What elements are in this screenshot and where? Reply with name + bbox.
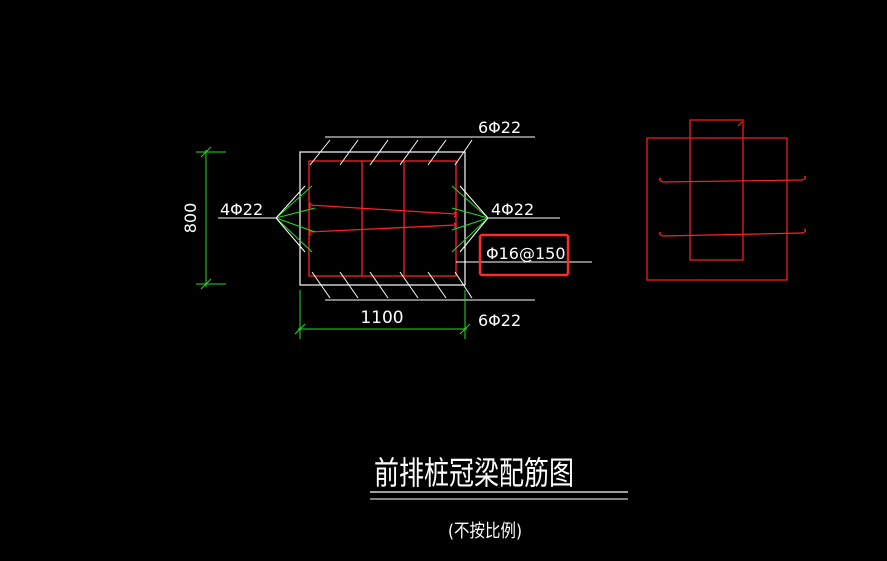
stirrup-label: Φ16@150 bbox=[486, 244, 566, 263]
elevation-detail bbox=[646, 119, 807, 281]
drawing-title: 前排桩冠梁配筋图 bbox=[374, 454, 574, 492]
tie-hook-ur bbox=[453, 211, 457, 218]
beam-section-outline bbox=[299, 151, 466, 286]
bottom-bars-leaders bbox=[311, 271, 535, 301]
elevation-bar-lower bbox=[662, 232, 803, 237]
hook-lower-left bbox=[658, 231, 664, 237]
width-dimension bbox=[294, 290, 471, 339]
top-bars-leaders bbox=[309, 136, 535, 166]
hook-upper-right bbox=[801, 175, 807, 181]
left-side-bars-leaders bbox=[218, 185, 316, 253]
width-dimension-label: 1100 bbox=[360, 308, 403, 328]
tie-hook-ul bbox=[308, 202, 312, 209]
tie-bar-upper bbox=[308, 204, 457, 215]
stirrup-highlight-box[interactable] bbox=[478, 233, 570, 277]
hook-upper-left bbox=[658, 177, 664, 183]
rebar-cage bbox=[308, 160, 457, 277]
left-side-bars-label: 4Φ22 bbox=[220, 200, 263, 219]
bottom-bars-label: 6Φ22 bbox=[478, 311, 521, 330]
right-side-bars-label: 4Φ22 bbox=[491, 200, 534, 219]
tie-bar-lower bbox=[308, 224, 457, 233]
drawing-subtitle: (不按比例) bbox=[448, 521, 522, 542]
height-dimension bbox=[196, 146, 226, 290]
height-dimension-label: 800 bbox=[181, 203, 200, 234]
tie-hook-lr bbox=[453, 222, 457, 229]
elevation-outline bbox=[646, 137, 788, 281]
pile-outline bbox=[689, 119, 744, 261]
hook-lower-right bbox=[801, 228, 807, 234]
elevation-bar-upper bbox=[662, 179, 803, 183]
right-side-bars-leaders bbox=[451, 185, 560, 253]
outer-stirrup bbox=[308, 160, 457, 277]
top-bars-label: 6Φ22 bbox=[478, 118, 521, 137]
